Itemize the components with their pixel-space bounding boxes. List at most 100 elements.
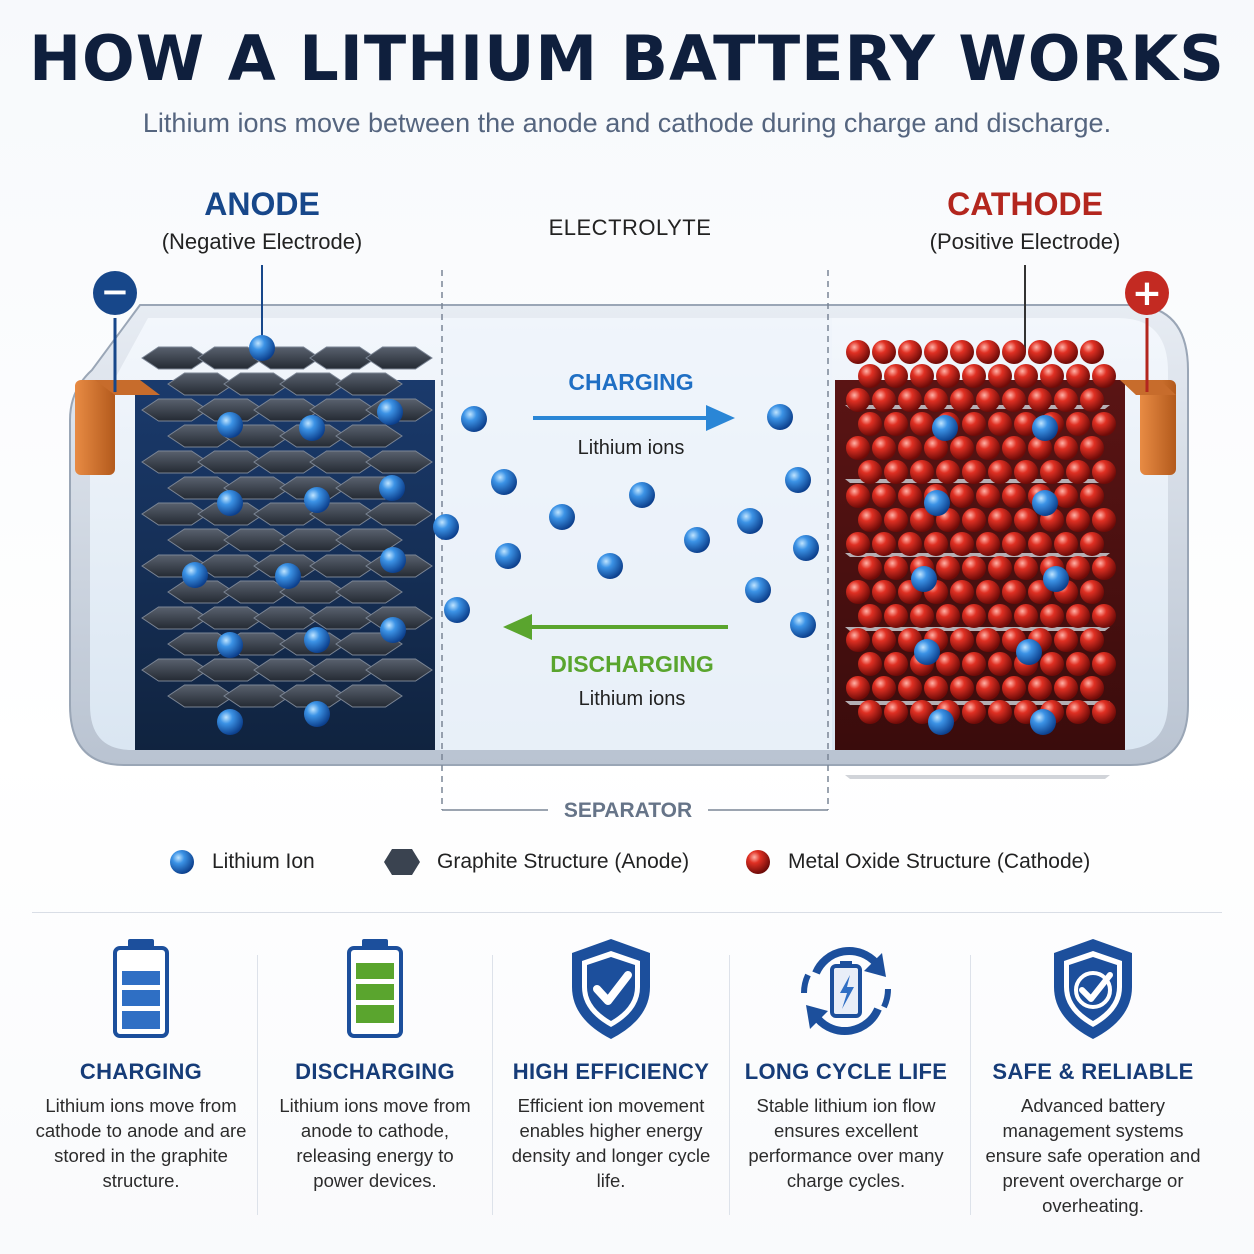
metal-oxide-sphere	[1014, 556, 1038, 580]
metal-oxide-sphere	[884, 556, 908, 580]
legend-lithium-ion-label: Lithium Ion	[212, 850, 315, 874]
metal-oxide-sphere	[1066, 700, 1090, 724]
metal-oxide-sphere	[884, 364, 908, 388]
feature-high-efficiency: HIGH EFFICIENCY Efficient ion movement e…	[495, 935, 727, 1225]
feature-description: Lithium ions move from cathode to anode …	[35, 1093, 247, 1193]
metal-oxide-sphere	[1080, 388, 1104, 412]
metal-oxide-sphere	[962, 604, 986, 628]
metal-oxide-sphere	[846, 628, 870, 652]
metal-oxide-sphere	[1066, 652, 1090, 676]
metal-oxide-sphere	[910, 412, 934, 436]
metal-oxide-sphere	[872, 676, 896, 700]
lithium-ion	[1043, 566, 1069, 592]
anode-tab	[75, 380, 115, 475]
metal-oxide-sphere	[1028, 340, 1052, 364]
metal-oxide-sphere	[976, 532, 1000, 556]
hexagon-icon	[383, 847, 421, 877]
lithium-ion	[924, 490, 950, 516]
lithium-ion	[790, 612, 816, 638]
lithium-ion	[767, 404, 793, 430]
metal-oxide-sphere	[1040, 604, 1064, 628]
metal-oxide-sphere	[1014, 364, 1038, 388]
legend-graphite-label: Graphite Structure (Anode)	[437, 850, 689, 874]
lithium-ion	[737, 508, 763, 534]
lithium-ion	[380, 547, 406, 573]
metal-oxide-sphere	[1080, 628, 1104, 652]
metal-oxide-sphere	[1002, 340, 1026, 364]
lithium-ion	[914, 639, 940, 665]
metal-oxide-sphere	[1002, 388, 1026, 412]
metal-oxide-sphere	[1080, 676, 1104, 700]
metal-oxide-sphere	[858, 604, 882, 628]
feature-title: SAFE & RELIABLE	[972, 1059, 1214, 1085]
metal-oxide-sphere	[962, 508, 986, 532]
metal-oxide-sphere	[1014, 508, 1038, 532]
metal-oxide-sphere	[884, 460, 908, 484]
lithium-ion	[304, 701, 330, 727]
metal-oxide-sphere	[1080, 436, 1104, 460]
metal-oxide-sphere	[976, 628, 1000, 652]
metal-oxide-sphere	[898, 340, 922, 364]
metal-oxide-sphere	[898, 484, 922, 508]
metal-oxide-sphere	[1066, 460, 1090, 484]
metal-oxide-sphere	[884, 700, 908, 724]
metal-oxide-sphere	[1092, 412, 1116, 436]
metal-oxide-sphere	[858, 652, 882, 676]
metal-oxide-sphere	[962, 412, 986, 436]
metal-oxide-sphere	[1040, 652, 1064, 676]
lithium-ion	[932, 415, 958, 441]
lithium-ion	[684, 527, 710, 553]
metal-oxide-sphere	[1054, 388, 1078, 412]
legend-lithium-ion: Lithium Ion	[168, 845, 315, 879]
separator-label: SEPARATOR	[564, 799, 692, 822]
metal-oxide-sphere	[872, 580, 896, 604]
metal-oxide-sphere	[846, 532, 870, 556]
metal-oxide-sphere	[846, 676, 870, 700]
metal-oxide-sphere	[1092, 364, 1116, 388]
metal-oxide-sphere	[988, 556, 1012, 580]
metal-oxide-sphere	[950, 340, 974, 364]
discharging-sublabel: Lithium ions	[579, 688, 686, 710]
lithium-ion	[217, 632, 243, 658]
metal-oxide-sphere	[962, 460, 986, 484]
column-separator	[492, 955, 493, 1215]
feature-charging: CHARGING Lithium ions move from cathode …	[25, 935, 257, 1225]
lithium-ion	[444, 597, 470, 623]
lithium-ion	[217, 709, 243, 735]
metal-oxide-sphere	[884, 652, 908, 676]
metal-oxide-sphere	[898, 532, 922, 556]
metal-oxide-sphere	[846, 340, 870, 364]
lithium-ion	[304, 487, 330, 513]
metal-oxide-sphere	[884, 508, 908, 532]
lithium-ion	[304, 627, 330, 653]
metal-oxide-sphere	[988, 700, 1012, 724]
metal-oxide-sphere	[1054, 628, 1078, 652]
metal-oxide-sphere	[1054, 532, 1078, 556]
metal-oxide-sphere	[1066, 412, 1090, 436]
feature-description: Advanced battery management systems ensu…	[982, 1093, 1204, 1218]
column-separator	[970, 955, 971, 1215]
lithium-ion	[1016, 639, 1042, 665]
lithium-ion	[629, 482, 655, 508]
charging-label: CHARGING	[568, 369, 693, 395]
metal-oxide-sphere	[988, 364, 1012, 388]
metal-oxide-sphere	[1080, 580, 1104, 604]
metal-oxide-sphere	[962, 364, 986, 388]
lithium-ion	[217, 412, 243, 438]
metal-oxide-sphere	[936, 460, 960, 484]
metal-oxide-sphere	[936, 556, 960, 580]
metal-oxide-sphere	[924, 532, 948, 556]
metal-oxide-sphere	[988, 508, 1012, 532]
metal-oxide-sphere	[910, 460, 934, 484]
metal-oxide-sphere	[936, 364, 960, 388]
metal-oxide-sphere	[1028, 676, 1052, 700]
feature-safe-reliable: SAFE & RELIABLE Advanced battery managem…	[972, 935, 1214, 1225]
metal-oxide-sphere	[1092, 460, 1116, 484]
metal-oxide-sphere	[962, 652, 986, 676]
metal-oxide-sphere	[872, 340, 896, 364]
battery-diagram: − + SEPARATOR CHARGING Lithium ions DISC…	[0, 0, 1254, 910]
lithium-ion	[433, 514, 459, 540]
lithium-ion	[380, 617, 406, 643]
lithium-ion	[793, 535, 819, 561]
red-sphere-icon	[744, 848, 772, 876]
